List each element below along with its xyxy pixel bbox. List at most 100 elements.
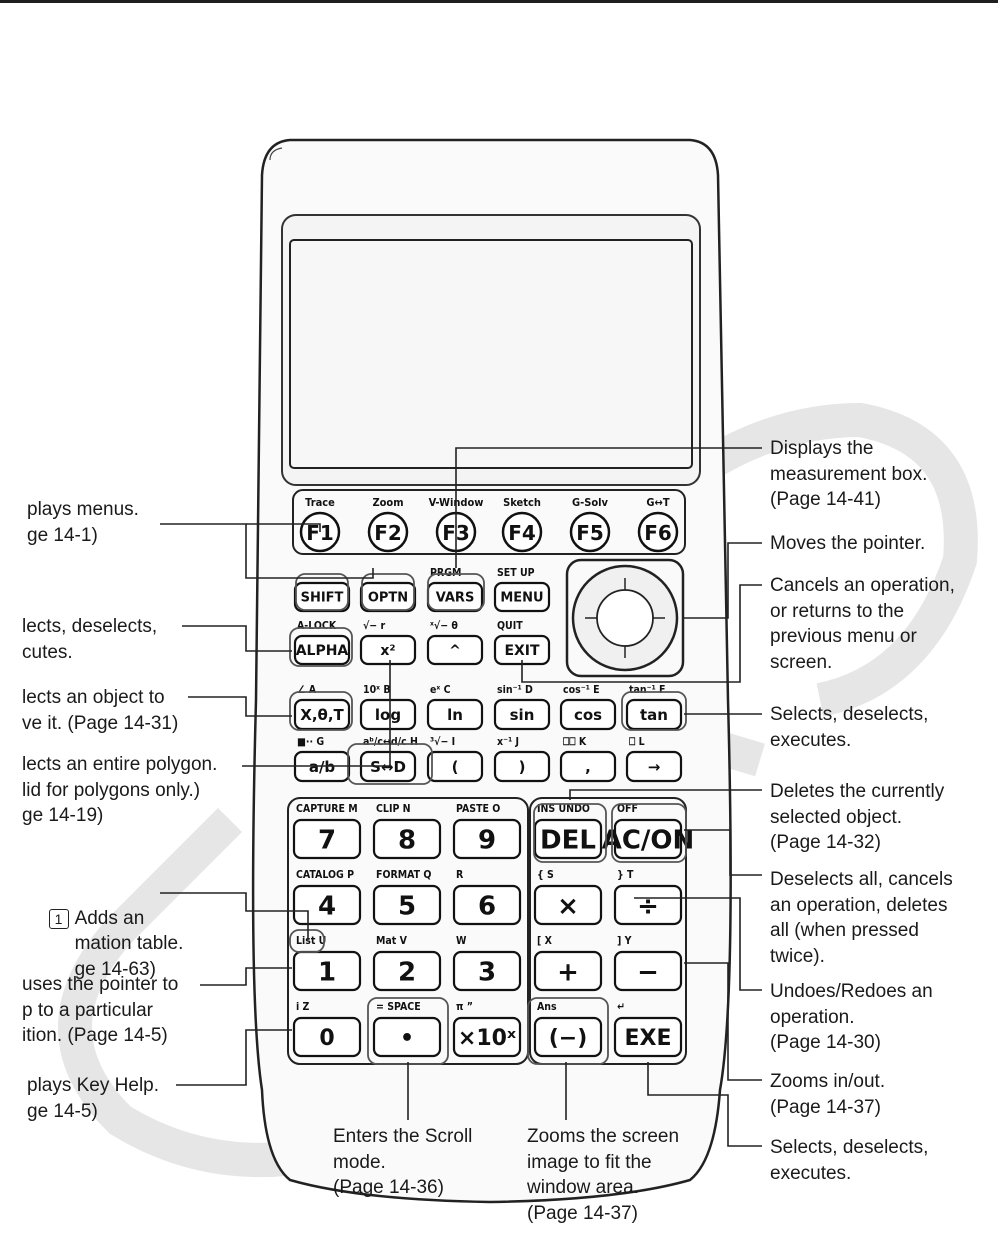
key-label: 3 bbox=[478, 957, 496, 987]
key-f5[interactable]: F5 G-Solv bbox=[569, 496, 611, 553]
key-label: F4 bbox=[508, 521, 536, 545]
key-alpha[interactable]: ALPHA A-LOCK bbox=[293, 620, 351, 666]
key-shift[interactable]: SHIFT bbox=[293, 581, 351, 613]
key-0[interactable]: 0i Z bbox=[292, 1001, 362, 1058]
key-label: + bbox=[557, 957, 579, 987]
key-label: OPTN bbox=[368, 591, 408, 606]
key-sym[interactable]: •= SPACE bbox=[372, 1001, 442, 1058]
key-label: DEL bbox=[540, 825, 596, 855]
key-label: 8 bbox=[398, 825, 416, 855]
key-label: (−) bbox=[549, 1026, 588, 1051]
key-sym[interactable]: ÷} T bbox=[613, 869, 683, 926]
key-6[interactable]: 6R bbox=[452, 869, 522, 926]
key-shift-label: cos⁻¹ E bbox=[563, 684, 600, 696]
key-shift-label: Mat V bbox=[376, 935, 408, 947]
key-label: X,θ,T bbox=[300, 706, 344, 724]
key-label: 6 bbox=[478, 891, 496, 921]
key-label: MENU bbox=[500, 591, 543, 606]
key-f6[interactable]: F6G↔T bbox=[637, 496, 679, 553]
key-8[interactable]: 8 CLIP N bbox=[372, 803, 442, 860]
key-label: SHIFT bbox=[301, 591, 344, 606]
key-x-t[interactable]: X,θ,T∠ A bbox=[293, 684, 351, 731]
key-label: cos bbox=[574, 706, 602, 724]
key-label: ^ bbox=[449, 643, 461, 659]
key-f4[interactable]: F4 Sketch bbox=[501, 496, 543, 553]
key-shift-label: Ans bbox=[537, 1001, 557, 1013]
annotation-adds-animation-text: Adds an mation table. ge 14-63) bbox=[74, 907, 184, 980]
key-label: EXE bbox=[624, 1026, 671, 1051]
annotation-deselects-all: Deselects all, cancels an operation, del… bbox=[770, 869, 953, 967]
key-s-d[interactable]: S↔Daᵇ/c↔d/c H bbox=[359, 736, 418, 783]
key-2[interactable]: 2 Mat V bbox=[372, 935, 442, 992]
key-1[interactable]: 1 List U bbox=[292, 935, 362, 992]
key-label: S↔D bbox=[370, 758, 406, 776]
top-rule bbox=[0, 0, 998, 3]
key-shift-label: OFF bbox=[617, 803, 638, 815]
key-shift-label: ] Y bbox=[617, 935, 632, 947]
key-sym[interactable]: (−) Ans bbox=[533, 1001, 603, 1058]
key-label: → bbox=[648, 758, 661, 776]
key-shift-label: π ” bbox=[456, 1001, 473, 1013]
key-shift-label: PASTE O bbox=[456, 803, 500, 815]
key-sym[interactable]: )x⁻¹ J bbox=[493, 736, 551, 783]
key-shift-label: Zoom bbox=[372, 496, 403, 509]
annotation-selects-object-move: lects an object to ve it. (Page 14-31) bbox=[22, 687, 179, 734]
key-shift-label: List U bbox=[296, 935, 326, 947]
key-sym[interactable]: →⎕ L bbox=[625, 736, 683, 783]
annotation-zoom-fit: Zooms the screen image to fit the window… bbox=[527, 1126, 680, 1224]
key-shift-label: sin⁻¹ D bbox=[497, 684, 533, 696]
key-label: 2 bbox=[398, 957, 416, 987]
key-label: VARS bbox=[436, 591, 475, 606]
key-shift-label: Sketch bbox=[503, 496, 541, 509]
key-shift-label: SET UP bbox=[497, 567, 535, 579]
key-label: 0 bbox=[319, 1026, 334, 1051]
dpad-center bbox=[596, 589, 654, 647]
key-sym[interactable]: ,⎕⎕ K bbox=[559, 736, 617, 783]
leader-lines bbox=[160, 447, 762, 1147]
key-exe[interactable]: EXE↵ bbox=[613, 1001, 683, 1058]
key-sym[interactable]: (³√− I bbox=[426, 736, 484, 783]
key-label: EXIT bbox=[504, 643, 540, 659]
key-label: F5 bbox=[576, 521, 604, 545]
key-shift-label: √− r bbox=[363, 620, 386, 632]
key-optn[interactable]: OPTN bbox=[359, 581, 417, 613]
key-menu[interactable]: MENU SET UP bbox=[493, 567, 551, 613]
key-label: x² bbox=[380, 643, 395, 659]
key-sym[interactable]: ×{ S bbox=[533, 869, 603, 926]
key-sym[interactable]: +[ X bbox=[533, 935, 603, 992]
lcd-screen bbox=[289, 239, 693, 469]
key-label: 1 bbox=[318, 957, 336, 987]
key-sym[interactable]: ^ˣ√− θ bbox=[426, 620, 484, 666]
key-shift-label: R bbox=[456, 869, 464, 881]
key-x[interactable]: x² √− r bbox=[359, 620, 417, 666]
key-label: ALPHA bbox=[296, 643, 349, 659]
key-shift-label: G↔T bbox=[646, 496, 669, 509]
key-3[interactable]: 3W bbox=[452, 935, 522, 992]
key-label: − bbox=[637, 957, 659, 987]
key-shift-label: A-LOCK bbox=[297, 620, 337, 632]
key-cos[interactable]: cos cos⁻¹ E bbox=[559, 684, 617, 731]
key-sym[interactable]: −] Y bbox=[613, 935, 683, 992]
key-shift-label: G-Solv bbox=[572, 496, 609, 509]
key-shift-label: ⎕ L bbox=[629, 736, 645, 748]
key-shift-label: CLIP N bbox=[376, 803, 411, 815]
annotation-selects-deselects-exe: Selects, deselects, executes. bbox=[770, 1137, 929, 1184]
key-label: × bbox=[557, 891, 579, 921]
annotation-zooms-in-out: Zooms in/out. (Page 14-37) bbox=[770, 1071, 886, 1118]
key-shift-label: ⎕⎕ K bbox=[563, 736, 587, 748]
